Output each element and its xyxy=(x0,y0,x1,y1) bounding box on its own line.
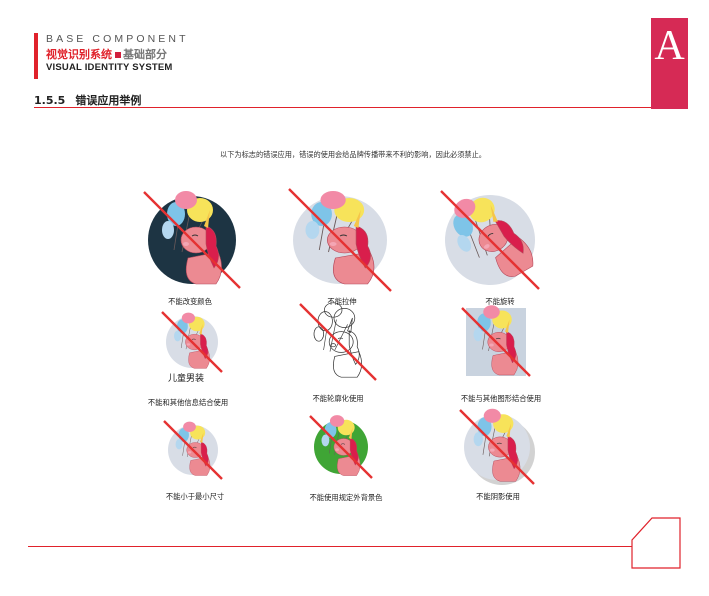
section-heading: 1.5.5 错误应用举例 xyxy=(34,92,141,108)
example-caption: 不能阴影使用 xyxy=(476,492,520,501)
extra-brand-text: 儿童男装 xyxy=(167,374,205,384)
base-component-label: BASE COMPONENT xyxy=(46,33,189,45)
intro-text: 以下为标志的错误应用，错误的使用会给品牌传播带来不利的影响，因此必须禁止。 xyxy=(220,150,486,159)
example-caption: 不能使用规定外背景色 xyxy=(309,493,383,502)
example-caption: 不能小于最小尺寸 xyxy=(165,492,225,501)
example-caption: 不能与其他图形结合使用 xyxy=(460,394,542,403)
example-caption: 不能拉伸 xyxy=(327,297,357,306)
header-title-en: VISUAL IDENTITY SYSTEM xyxy=(46,62,173,73)
example-caption: 不能和其他信息结合使用 xyxy=(147,398,229,407)
footer-divider xyxy=(28,546,632,547)
section-divider xyxy=(34,107,651,108)
header-accent-bar xyxy=(34,33,38,79)
section-title: 错误应用举例 xyxy=(75,94,142,107)
section-number: 1.5.5 xyxy=(34,94,66,107)
title-cn: 视觉识别系统 xyxy=(46,48,112,61)
example-caption: 不能旋转 xyxy=(485,297,515,306)
corner-decoration xyxy=(631,517,681,569)
example-caption: 不能轮廓化使用 xyxy=(312,394,364,403)
subtitle-cn: 基础部分 xyxy=(123,48,167,61)
square-bullet-icon xyxy=(115,51,121,58)
section-badge: A xyxy=(651,18,688,109)
header-title-cn: 视觉识别系统基础部分 xyxy=(46,46,167,62)
badge-letter: A xyxy=(654,23,685,69)
example-caption: 不能改变颜色 xyxy=(168,297,212,306)
